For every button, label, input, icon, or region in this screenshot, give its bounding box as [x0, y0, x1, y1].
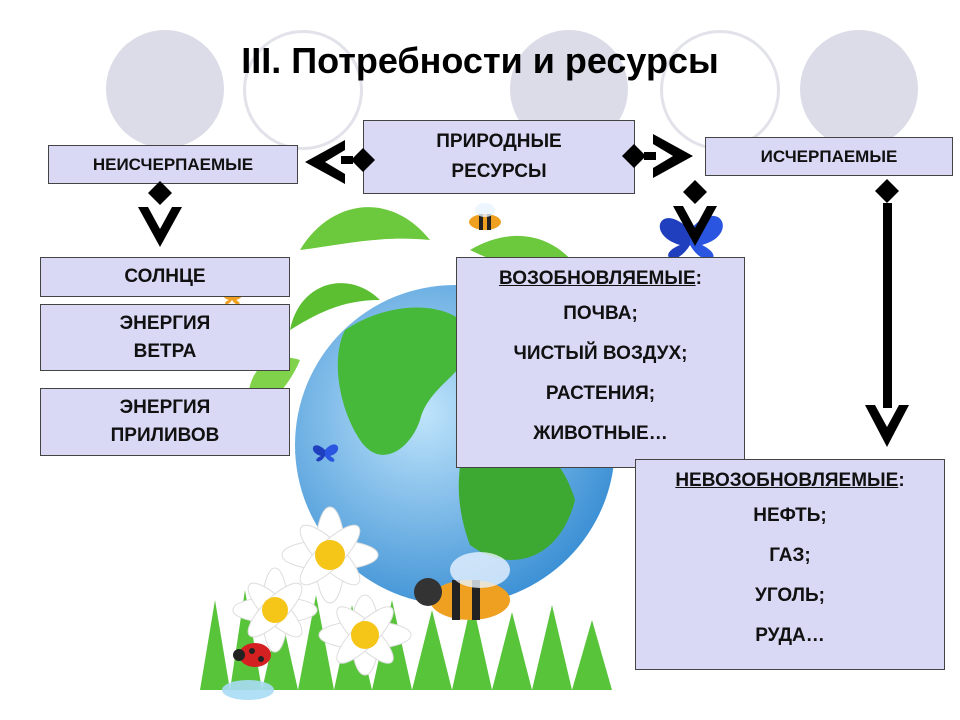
list-item: ЧИСТЫЙ ВОЗДУХ; — [513, 343, 688, 364]
list-item: НЕФТЬ; — [753, 505, 827, 526]
diamond-marker — [351, 148, 375, 172]
grass-shape — [200, 590, 612, 690]
node-label-line: ЭНЕРГИЯ — [119, 397, 211, 418]
page-title: III. Потребности и ресурсы — [241, 40, 719, 81]
list-item: ПОЧВА; — [563, 303, 638, 324]
diamond-marker — [683, 180, 707, 204]
leaf-shape — [300, 207, 430, 250]
exhaustible-node: ИСЧЕРПАЕМЫЕ — [705, 137, 953, 176]
butterfly-icon — [312, 444, 339, 462]
daisy-icon — [232, 567, 318, 653]
diamond-marker — [622, 144, 646, 168]
node-label-line: ПРИЛИВОВ — [110, 425, 220, 446]
list-item: РАСТЕНИЯ; — [545, 383, 656, 404]
list-item: ЖИВОТНЫЕ… — [533, 423, 668, 444]
arrow-left-icon — [305, 140, 345, 184]
daisy-icon — [281, 506, 379, 604]
arrow-down-icon — [673, 206, 717, 246]
list-item: ГАЗ; — [769, 545, 811, 566]
bg-circle — [106, 30, 224, 148]
sun-node: СОЛНЦЕ — [40, 257, 290, 297]
leaf-shape — [290, 283, 380, 330]
inexhaustible-node: НЕИСЧЕРПАЕМЫЕ — [48, 145, 298, 184]
connector-line — [341, 156, 353, 164]
diamond-marker — [875, 179, 899, 203]
list-item: УГОЛЬ; — [755, 585, 825, 606]
bg-ring — [243, 30, 363, 150]
list-heading: НЕВОЗОБНОВЛЯЕМЫЕ: — [675, 470, 905, 491]
daisy-icon — [318, 594, 412, 676]
bee-icon — [414, 552, 510, 620]
node-label-line: ЭНЕРГИЯ — [119, 312, 211, 334]
list-item: РУДА… — [755, 625, 825, 646]
natural-resources-node: ПРИРОДНЫЕ РЕСУРСЫ — [363, 120, 635, 194]
water-drop — [222, 680, 274, 700]
nonrenewable-node: НЕВОЗОБНОВЛЯЕМЫЕ: НЕФТЬ; ГАЗ; УГОЛЬ; РУД… — [635, 459, 945, 670]
wind-energy-node: ЭНЕРГИЯ ВЕТРА — [40, 304, 290, 371]
bee-icon — [469, 203, 501, 230]
ladybug-icon — [233, 643, 271, 667]
arrow-down-icon — [865, 405, 909, 447]
tidal-energy-node: ЭНЕРГИЯ ПРИЛИВОВ — [40, 388, 290, 456]
bg-circle — [800, 30, 918, 148]
node-label-line: ВЕТРА — [133, 340, 197, 362]
connector-line — [644, 152, 656, 160]
renewable-node: ВОЗОБНОВЛЯЕМЫЕ: ПОЧВА; ЧИСТЫЙ ВОЗДУХ; РА… — [456, 257, 745, 468]
arrow-right-icon — [653, 134, 693, 178]
list-heading: ВОЗОБНОВЛЯЕМЫЕ: — [499, 268, 702, 289]
node-label-line: ПРИРОДНЫЕ — [436, 131, 562, 152]
node-label: НЕИСЧЕРПАЕМЫЕ — [92, 154, 254, 174]
node-label-line: РЕСУРСЫ — [451, 161, 547, 182]
connector-line — [883, 203, 892, 408]
node-label: ИСЧЕРПАЕМЫЕ — [760, 146, 898, 166]
arrow-down-icon — [138, 207, 182, 247]
node-label: СОЛНЦЕ — [124, 266, 206, 287]
diamond-marker — [148, 181, 172, 205]
globe-land — [337, 307, 472, 455]
